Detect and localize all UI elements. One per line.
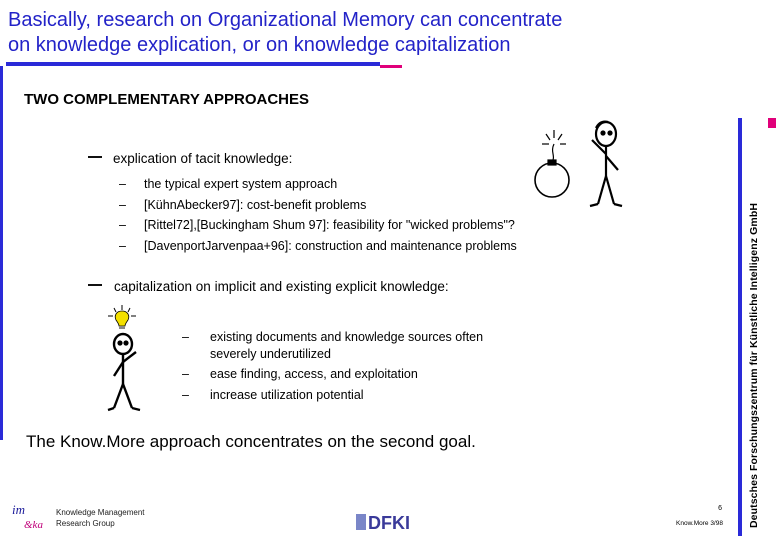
page-reference: Know.More 3/98	[676, 520, 723, 527]
left-border-bar	[0, 66, 3, 440]
page-number: 6	[718, 505, 722, 512]
title-underline	[6, 62, 380, 66]
km-logo-icon: im &ka	[10, 502, 54, 532]
bullet-capitalization: capitalization on implicit and existing …	[114, 279, 449, 294]
lightbulb-stick-figure-icon	[107, 305, 141, 412]
section-subheading: TWO COMPLEMENTARY APPROACHES	[24, 91, 310, 108]
logo-text: im	[12, 502, 25, 517]
list-item: –ease finding, access, and exploitation	[182, 367, 418, 381]
side-label: Deutsches Forschungszentrum für Künstlic…	[748, 202, 760, 528]
title-line-2: on knowledge explication, or on knowledg…	[8, 34, 511, 56]
dfki-logo: DFKI	[356, 510, 420, 534]
capitalization-sublist: –existing documents and knowledge source…	[182, 329, 483, 407]
list-item: –[Rittel72],[Buckingham Shum 97]: feasib…	[119, 218, 515, 232]
bullet-explication: explication of tacit knowledge:	[113, 151, 293, 166]
list-item: –the typical expert system approach	[119, 177, 338, 191]
title-line-1: Basically, research on Organizational Me…	[8, 9, 563, 31]
title-underline-accent	[380, 65, 402, 68]
bullet-dash	[88, 284, 102, 286]
explication-sublist: –the typical expert system approach –[Kü…	[119, 174, 517, 256]
bomb-clipart-icon	[534, 120, 623, 208]
right-border-bar	[738, 118, 742, 536]
conclusion-text: The Know.More approach concentrates on t…	[26, 432, 476, 451]
dfki-text: DFKI	[368, 513, 410, 533]
list-item: –[DavenportJarvenpaa+96]: construction a…	[119, 238, 517, 253]
list-item: –existing documents and knowledge source…	[182, 330, 484, 361]
bullet-dash	[88, 156, 102, 158]
list-item: –increase utilization potential	[182, 387, 364, 402]
slide-title: Basically, research on Organizational Me…	[8, 8, 708, 58]
corner-accent	[768, 118, 776, 128]
list-item: –[KühnAbecker97]: cost-benefit problems	[119, 197, 367, 212]
logo-subtext: &ka	[24, 519, 43, 531]
km-group-logo: im &ka	[10, 502, 54, 537]
research-group-label: Knowledge Management Research Group	[56, 508, 145, 528]
